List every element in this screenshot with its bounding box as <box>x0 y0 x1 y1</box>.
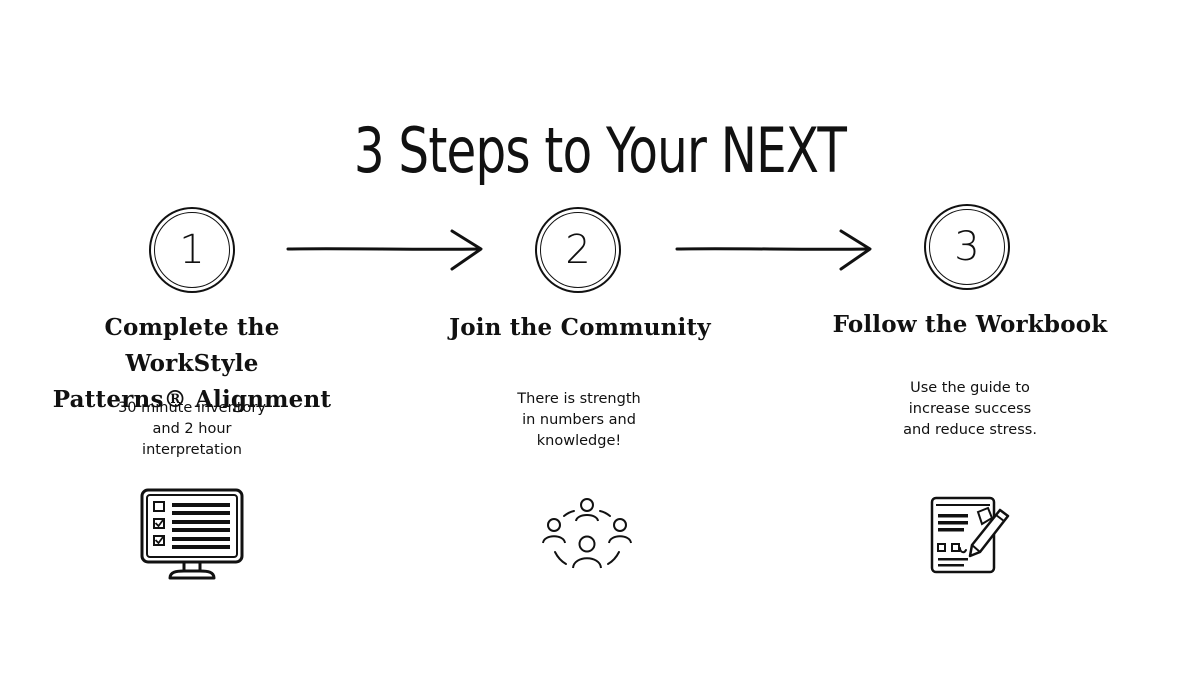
step-3-number: 3 <box>954 224 980 270</box>
step-2-desc-line2: in numbers and <box>522 412 636 428</box>
arrow-right-icon <box>286 229 483 271</box>
community-group-icon <box>542 498 632 569</box>
step-3-desc-line3: and reduce stress. <box>903 422 1037 438</box>
step-1-desc-line1: 30 minute inventory <box>118 400 266 416</box>
step-3-description: Use the guide to increase success and re… <box>870 378 1070 441</box>
step-2-circle: 2 <box>535 207 621 293</box>
computer-checklist-icon <box>140 488 244 580</box>
step-1-title-line1: Complete the WorkStyle <box>104 314 280 377</box>
step-2-number: 2 <box>565 227 591 273</box>
arrow-right-icon <box>675 229 872 271</box>
step-2-desc-line1: There is strength <box>517 391 641 407</box>
step-3-desc-line2: increase success <box>908 401 1032 417</box>
step-2-desc-line3: knowledge! <box>536 433 622 449</box>
step-3-desc-line1: Use the guide to <box>910 380 1030 396</box>
workbook-pencil-icon <box>930 496 1010 574</box>
step-3-title-line1: Follow the Workbook <box>832 311 1108 338</box>
step-1-description: 30 minute inventory and 2 hour interpret… <box>92 398 292 461</box>
step-2-description: There is strength in numbers and knowled… <box>479 389 679 452</box>
step-2-title: Join the Community <box>430 310 730 346</box>
step-1-desc-line2: and 2 hour <box>152 421 232 437</box>
step-1-title: Complete the WorkStyle Patterns® Alignme… <box>42 310 342 418</box>
page-title: 3 Steps to Your NEXT <box>353 113 847 187</box>
step-1-desc-line3: interpretation <box>142 442 242 458</box>
step-1-circle: 1 <box>149 207 235 293</box>
step-1-number: 1 <box>179 227 205 273</box>
step-3-title: Follow the Workbook <box>810 307 1130 343</box>
step-1-title-line2: Patterns® Alignment <box>52 386 332 413</box>
step-2-title-line1: Join the Community <box>449 314 711 341</box>
step-3-circle: 3 <box>924 204 1010 290</box>
